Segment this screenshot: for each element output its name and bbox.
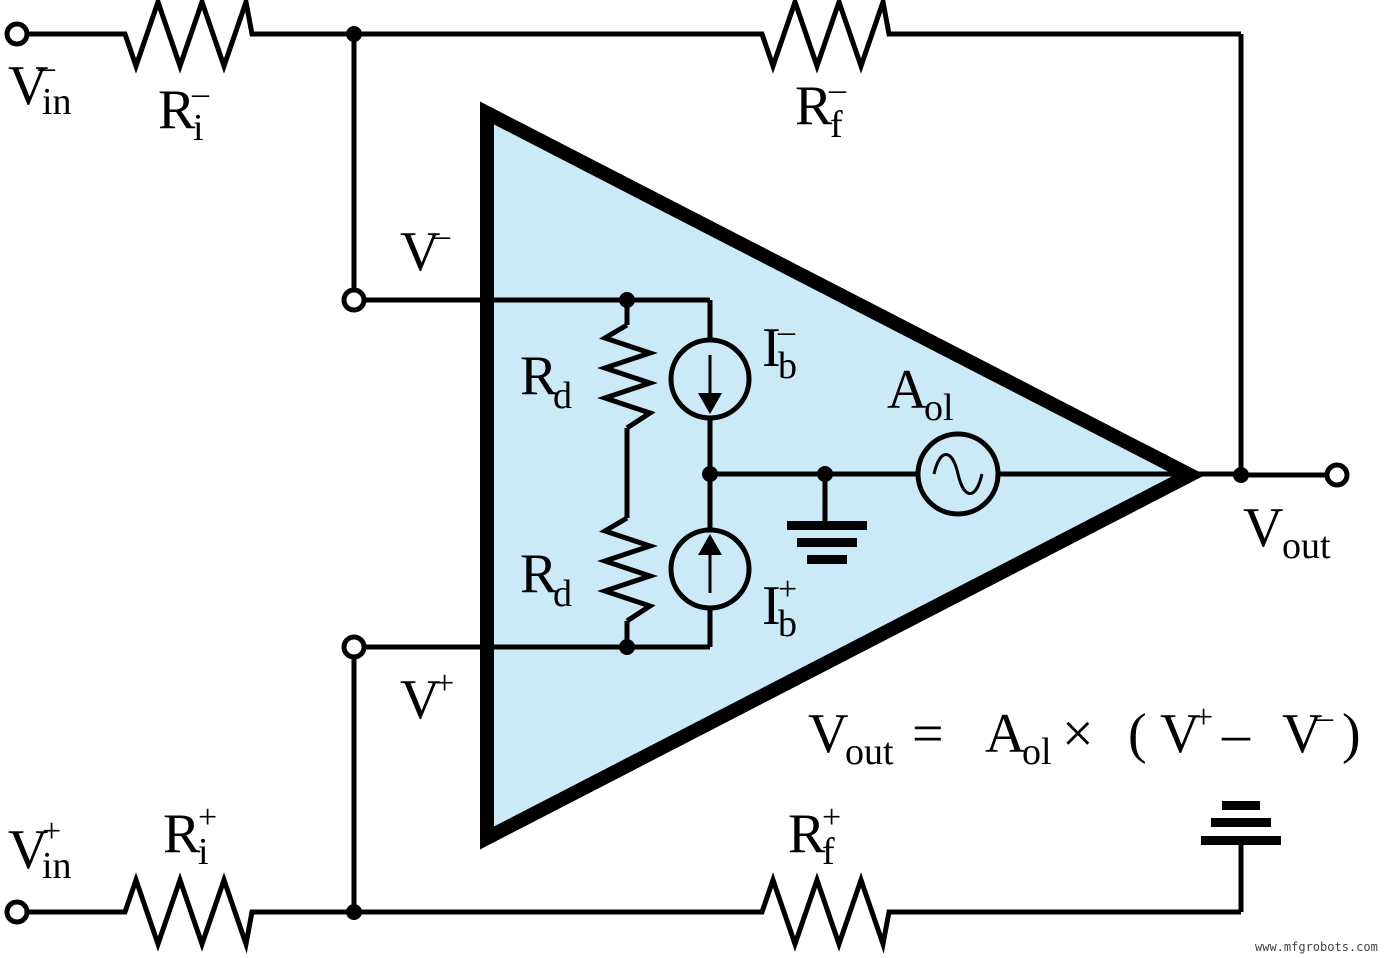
svg-text:–: –	[1221, 703, 1251, 765]
svg-text:R: R	[795, 75, 833, 137]
label-vin-minus: V – in	[8, 49, 72, 123]
terminal-vin-minus	[4, 21, 30, 47]
svg-text:×: ×	[1062, 703, 1094, 765]
ground-icon	[787, 521, 867, 564]
terminal-v-plus	[341, 634, 367, 660]
resistor-rf-plus	[752, 872, 892, 954]
svg-text:A: A	[887, 359, 928, 421]
svg-text:I: I	[762, 317, 781, 379]
current-source-ib-minus	[668, 337, 752, 421]
sine-wave-icon	[932, 453, 984, 495]
reference-battery-icon	[1201, 801, 1281, 845]
svg-text:–: –	[432, 217, 451, 254]
svg-text:A: A	[985, 703, 1026, 765]
junction-dots	[346, 26, 1249, 920]
svg-text:i: i	[193, 107, 204, 149]
label-ib-minus: I – b	[762, 313, 797, 387]
label-rf-plus: R + f	[788, 799, 841, 873]
svg-text:R: R	[158, 79, 196, 141]
resistor-ri-minus	[115, 0, 262, 74]
label-v-minus: V –	[400, 217, 451, 283]
label-ri-minus: R – i	[158, 75, 210, 149]
svg-text:=: =	[912, 703, 944, 765]
svg-text:R: R	[520, 345, 558, 407]
svg-text:V: V	[1243, 497, 1283, 559]
svg-text:f: f	[830, 104, 843, 146]
svg-text:R: R	[520, 543, 558, 605]
resistor-rd-top	[597, 322, 658, 431]
svg-text:ol: ol	[924, 387, 954, 429]
svg-text:V: V	[1160, 703, 1200, 765]
svg-text:+: +	[822, 799, 841, 836]
label-vin-plus: V + in	[8, 813, 72, 887]
svg-text:): )	[1342, 703, 1361, 765]
svg-text:V: V	[400, 669, 440, 731]
svg-text:R: R	[788, 803, 826, 865]
svg-text:I: I	[762, 575, 781, 637]
svg-text:V: V	[8, 55, 48, 117]
svg-text:b: b	[778, 345, 797, 387]
svg-text:ol: ol	[1022, 731, 1052, 773]
svg-text:out: out	[1282, 525, 1331, 567]
svg-text:d: d	[553, 573, 572, 615]
arrow-down-icon	[698, 393, 722, 414]
label-v-plus: V +	[400, 665, 454, 731]
terminals	[4, 21, 1350, 925]
resistor-rd-bottom	[597, 515, 658, 624]
resistor-ri-plus	[115, 872, 262, 954]
arrow-up-icon	[698, 534, 722, 555]
svg-text:+: +	[435, 665, 454, 702]
svg-text:–: –	[828, 71, 847, 108]
svg-text:out: out	[845, 731, 894, 773]
svg-text:(: (	[1128, 703, 1147, 765]
voltage-source-aol	[915, 431, 1001, 517]
svg-text:+: +	[42, 813, 61, 850]
svg-text:in: in	[42, 81, 72, 123]
label-vout: V out	[1243, 497, 1331, 567]
svg-text:+: +	[778, 571, 797, 608]
label-rd-bottom: R d	[520, 543, 572, 615]
svg-text:+: +	[1194, 699, 1213, 736]
current-source-ib-plus	[668, 527, 752, 611]
terminal-v-minus	[341, 287, 367, 313]
resistor-rf-minus	[752, 0, 892, 74]
svg-text:+: +	[198, 799, 217, 836]
svg-text:–: –	[1315, 699, 1334, 736]
svg-text:V: V	[400, 221, 440, 283]
terminal-vout	[1324, 462, 1350, 488]
label-rd-top: R d	[520, 345, 572, 417]
label-aol: A ol	[887, 359, 954, 429]
watermark: www.mfgrobots.com	[1255, 940, 1378, 954]
terminal-vin-plus	[4, 899, 30, 925]
svg-text:in: in	[42, 845, 72, 887]
svg-text:d: d	[553, 375, 572, 417]
svg-text:V: V	[1282, 703, 1322, 765]
svg-text:–: –	[777, 313, 796, 350]
svg-text:–: –	[191, 75, 210, 112]
svg-text:b: b	[778, 603, 797, 645]
label-ib-plus: I + b	[762, 571, 797, 645]
gain-equation: V out = A ol × ( V + – V – )	[808, 699, 1361, 773]
svg-text:V: V	[808, 703, 848, 765]
svg-text:f: f	[822, 831, 835, 873]
svg-text:V: V	[8, 819, 48, 881]
svg-text:R: R	[163, 803, 201, 865]
svg-text:i: i	[198, 831, 209, 873]
svg-text:–: –	[37, 49, 56, 86]
label-ri-plus: R + i	[163, 799, 217, 873]
label-rf-minus: R – f	[795, 71, 847, 146]
